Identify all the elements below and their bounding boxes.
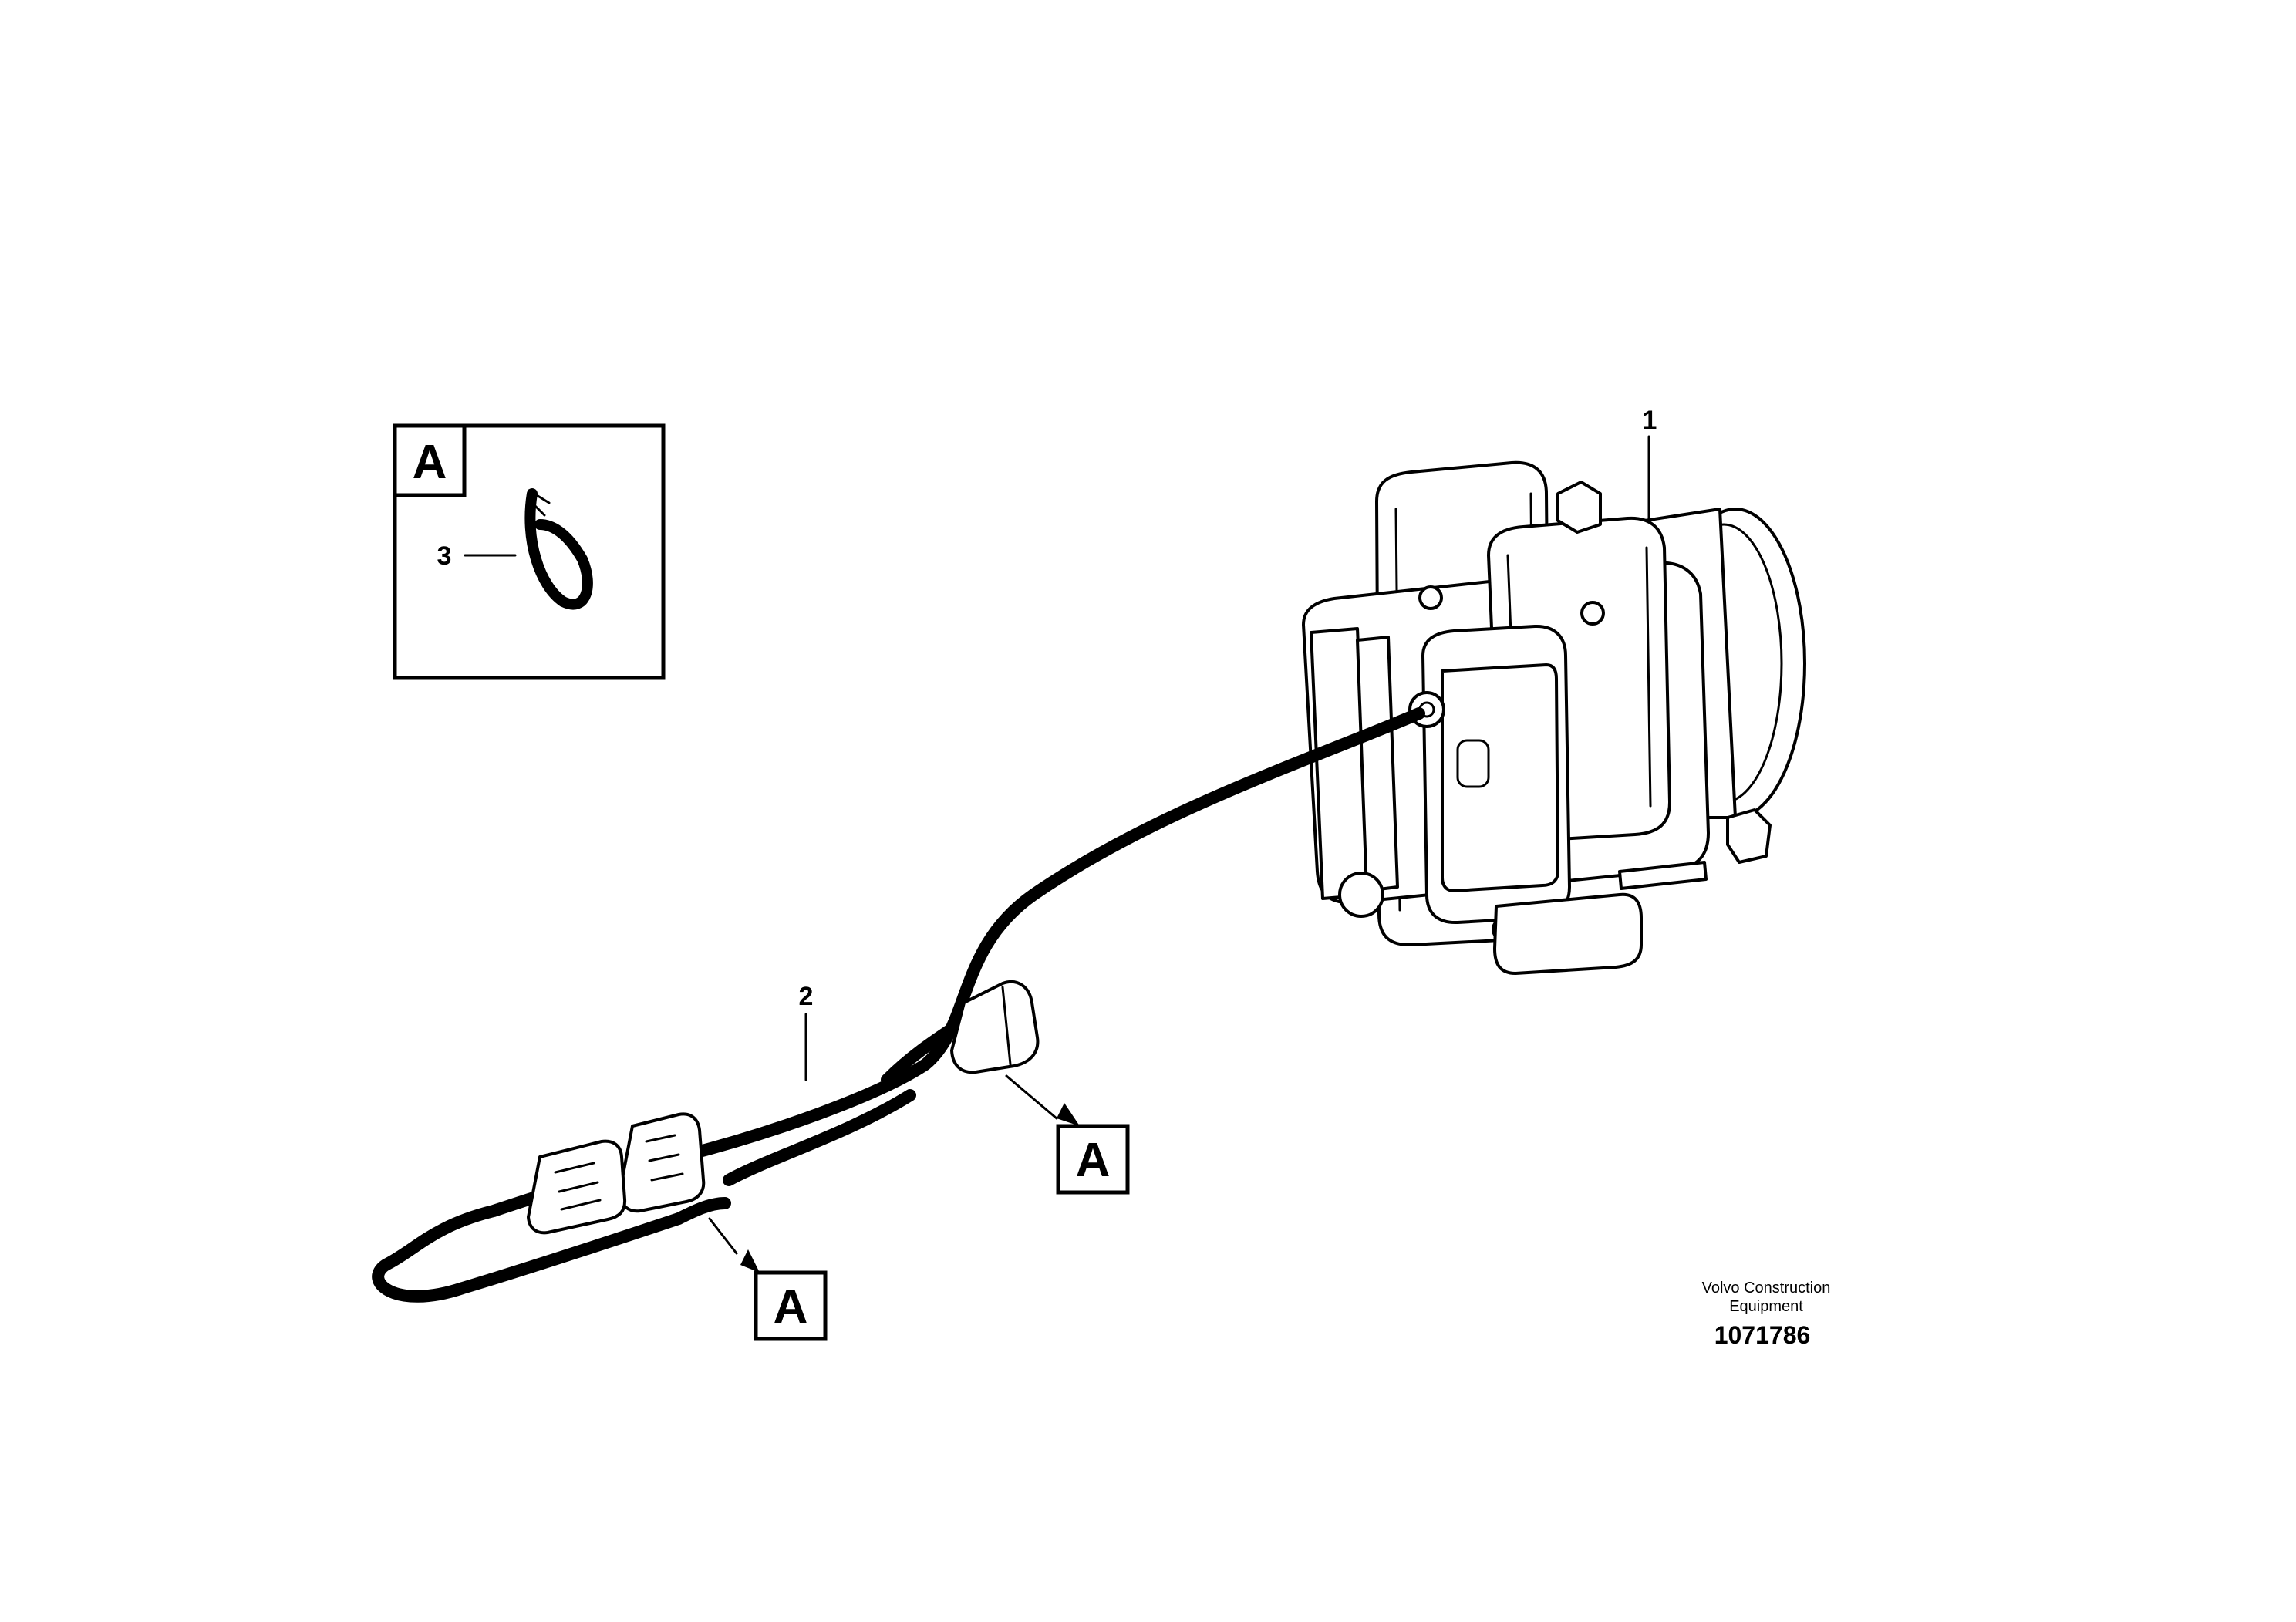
credit-line-1: Volvo Construction bbox=[1702, 1280, 1831, 1297]
marker-a-upper: A bbox=[1076, 1134, 1111, 1187]
actuator-unit bbox=[1302, 460, 1806, 975]
top-clip bbox=[1556, 481, 1602, 534]
drawing-number: 1071786 bbox=[1714, 1321, 1811, 1349]
bottom-clip bbox=[1726, 808, 1772, 864]
credit-block: Volvo Construction Equipment 1071786 bbox=[1702, 1280, 1831, 1349]
detail-letter: A bbox=[413, 436, 447, 489]
detail-view-a: A 3 bbox=[393, 423, 666, 680]
cable-tie-icon bbox=[524, 488, 593, 610]
callout-3: 3 bbox=[437, 541, 452, 571]
view-marker-upper: A bbox=[1005, 1074, 1130, 1195]
callout-1: 1 bbox=[1643, 406, 1657, 435]
adjust-knob bbox=[1338, 872, 1384, 918]
middle-connector bbox=[950, 980, 1040, 1074]
detail-letter-box bbox=[393, 423, 467, 497]
plug-connector-a bbox=[618, 1112, 706, 1213]
cable-harness bbox=[372, 707, 1425, 1303]
view-marker-lower: A bbox=[708, 1217, 828, 1341]
credit-line-2: Equipment bbox=[1729, 1298, 1803, 1315]
callout-2: 2 bbox=[799, 982, 814, 1011]
marker-a-lower: A bbox=[774, 1280, 808, 1334]
